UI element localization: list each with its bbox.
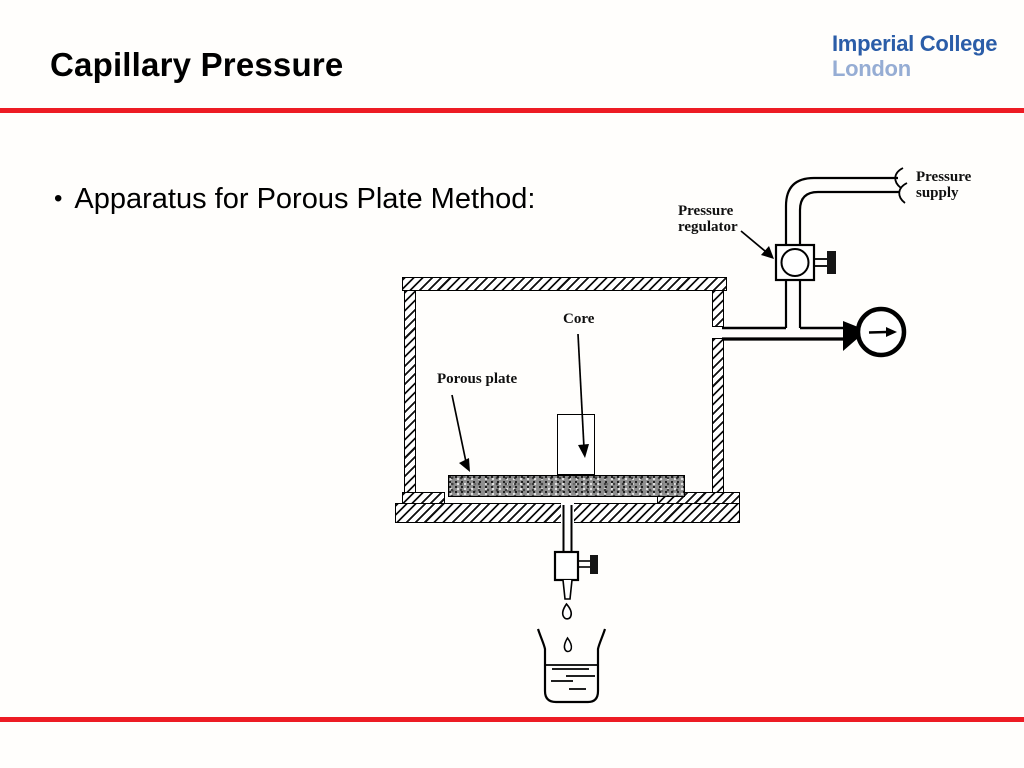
pressure-regulator-label: Pressure regulator xyxy=(678,203,738,235)
regulator-knob xyxy=(827,251,836,274)
bullet-marker: • xyxy=(54,185,63,212)
pressure-gauge xyxy=(843,306,907,358)
top-red-rule xyxy=(0,108,1024,113)
bullet-line: • Apparatus for Porous Plate Method: xyxy=(54,183,535,216)
liquid-drop-lower xyxy=(563,636,573,653)
pressure-supply-label: Pressure supply xyxy=(916,169,972,201)
gauge-connector xyxy=(843,321,858,351)
pressure-regulator-valve xyxy=(774,243,836,282)
beaker xyxy=(536,628,607,704)
drain-valve xyxy=(553,550,598,600)
base-drain-slot xyxy=(561,503,574,523)
logo-line2: London xyxy=(832,56,911,81)
gauge-needle xyxy=(868,330,888,334)
pipe-break-marks xyxy=(894,167,908,204)
core-label: Core xyxy=(563,311,595,327)
slide-title: Capillary Pressure xyxy=(50,46,344,83)
chamber-right-wall-lower xyxy=(712,338,724,494)
supply-pipe xyxy=(784,176,899,246)
chamber-top-wall xyxy=(402,277,727,291)
chamber-right-wall-upper xyxy=(712,290,724,327)
liquid-drop-upper xyxy=(561,602,573,620)
bullet-text: Apparatus for Porous Plate Method: xyxy=(74,183,536,215)
porous-plate-label: Porous plate xyxy=(437,371,518,387)
imperial-college-logo: Imperial College London xyxy=(832,31,997,81)
bottom-red-rule xyxy=(0,717,1024,722)
regulator-outlet-pipe xyxy=(784,280,802,328)
chamber-left-wall xyxy=(404,290,416,494)
porous-plate xyxy=(448,475,685,497)
logo-line1: Imperial College xyxy=(832,31,998,56)
drain-valve-knob xyxy=(590,555,598,574)
chamber-outlet-pipe xyxy=(722,326,845,341)
beaker-water-lines xyxy=(546,664,597,690)
core-sample xyxy=(557,414,595,475)
drain-spout xyxy=(562,579,573,600)
porous-plate-arrow xyxy=(451,394,470,472)
pressure-regulator-arrow xyxy=(740,230,774,259)
